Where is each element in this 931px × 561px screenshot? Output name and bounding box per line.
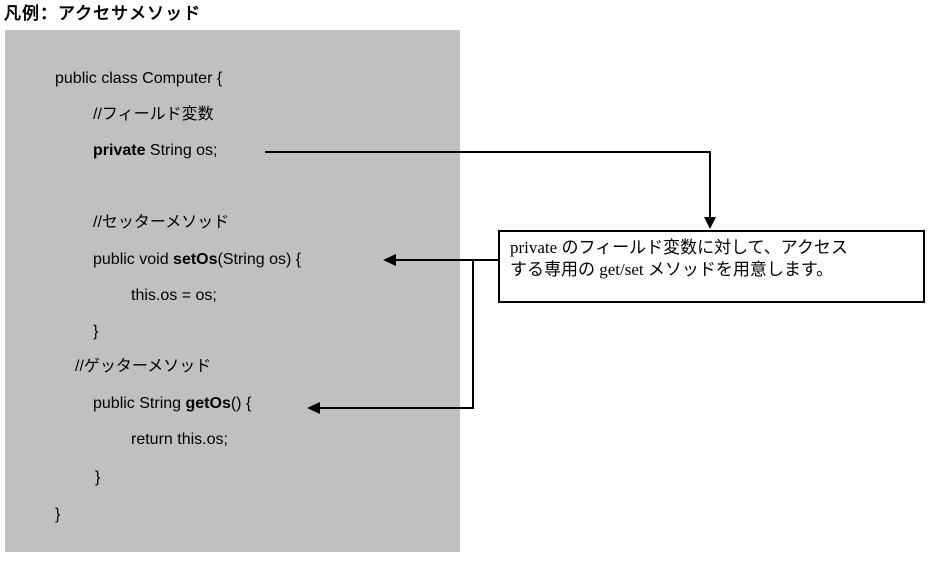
arrow-left-icon [307,402,320,414]
code-line: } [95,468,100,488]
connector-note-to-setos-horizontal [395,259,499,261]
code-line-getter: public String getOs() { [93,394,251,414]
arrow-left-icon [383,254,396,266]
code-text: String os; [145,142,218,159]
code-line-setter: public void setOs(String os) { [93,250,301,270]
code-line: } [55,505,60,525]
code-text: } [55,506,61,523]
code-text-bold: private [93,142,146,159]
code-text: this.os = os; [131,287,217,304]
code-line: } [93,322,98,342]
code-text: public String [93,395,186,412]
code-text: //ゲッターメソッド [75,358,212,375]
code-text: } [93,323,99,340]
connector-private-to-note-horizontal [265,151,711,153]
arrow-down-icon [704,217,716,229]
code-line-comment: //ゲッターメソッド [75,357,211,377]
annotation-line-2: する専用の get/set メソッドを用意します。 [510,260,834,279]
code-text: public class Computer { [55,70,223,87]
code-text: (String os) { [217,251,302,268]
code-line: this.os = os; [131,286,217,306]
code-line: public class Computer { [55,69,222,89]
code-line-comment: //セッターメソッド [93,213,229,233]
code-line: return this.os; [131,430,228,450]
figure-title: 凡例：アクセサメソッド [4,4,202,23]
code-text: //フィールド変数 [93,106,214,123]
code-panel: public class Computer { //フィールド変数 privat… [5,30,460,552]
code-text: public void [93,251,174,268]
code-line-private-field: private String os; [93,141,218,161]
code-text: //セッターメソッド [93,214,230,231]
connector-private-to-note-vertical [709,151,711,218]
code-text-bold: getOs [185,395,231,412]
annotation-box: private のフィールド変数に対して、アクセス する専用の get/set … [498,230,925,303]
connector-branch-vertical [472,259,474,409]
annotation-line-1: private のフィールド変数に対して、アクセス [510,238,848,257]
code-text: return this.os; [131,431,228,448]
code-text: } [95,469,101,486]
code-text-bold: setOs [173,251,218,268]
connector-note-to-getos-horizontal [319,407,474,409]
code-line-comment: //フィールド変数 [93,105,214,125]
code-text: () { [230,395,252,412]
